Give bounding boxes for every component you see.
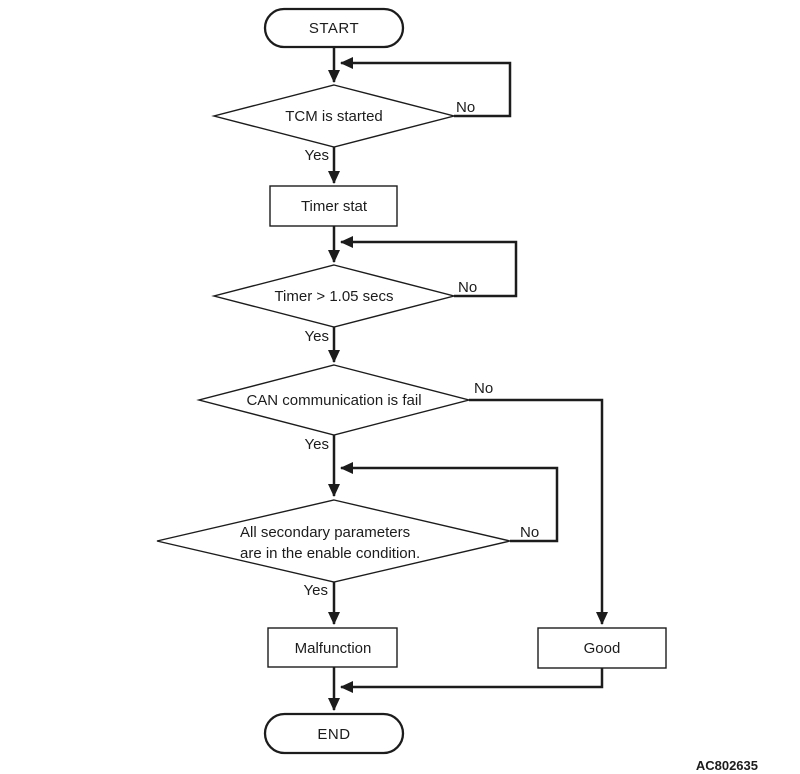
process-timer-stat-label: Timer stat [301, 198, 368, 215]
process-good [537, 627, 667, 669]
start-node [263, 7, 405, 49]
decision-secondary-params-label-line2: are in the enable condition. [240, 545, 420, 562]
edge-tcm-no-loop [340, 57, 512, 118]
edge-good-join-to-end [340, 668, 604, 693]
decision-can-fail [196, 364, 472, 436]
decision-tcm-started [211, 84, 457, 148]
end-node-label: END [317, 726, 350, 743]
edge-label-timer-no: No [458, 279, 477, 296]
end-node [263, 712, 405, 755]
edge-can-no-to-good [469, 398, 608, 625]
edge-label-can-no: No [474, 380, 493, 397]
decision-secondary-params-label-line1: All secondary parameters [240, 524, 410, 541]
figure-code: AC802635 [696, 758, 758, 773]
decision-timer-threshold [211, 264, 457, 328]
process-timer-stat [269, 185, 398, 227]
edge-label-tcm-yes: Yes [305, 147, 329, 164]
edge-secondary-no-loop [340, 462, 559, 543]
edge-timer-threshold-no-loop [340, 236, 518, 298]
edge-label-timer-yes: Yes [305, 328, 329, 345]
edge-label-can-yes: Yes [305, 436, 329, 453]
decision-timer-threshold-label: Timer > 1.05 secs [274, 288, 393, 305]
process-good-label: Good [584, 640, 621, 657]
edge-label-tcm-no: No [456, 99, 475, 116]
decision-secondary-params [156, 499, 511, 583]
decision-can-fail-label: CAN communication is fail [246, 392, 421, 409]
start-node-label: START [309, 20, 359, 37]
decision-tcm-started-label: TCM is started [285, 108, 383, 125]
process-malfunction [267, 627, 398, 668]
edge-label-secondary-yes: Yes [304, 582, 328, 599]
edge-label-secondary-no: No [520, 524, 539, 541]
process-malfunction-label: Malfunction [295, 640, 372, 657]
